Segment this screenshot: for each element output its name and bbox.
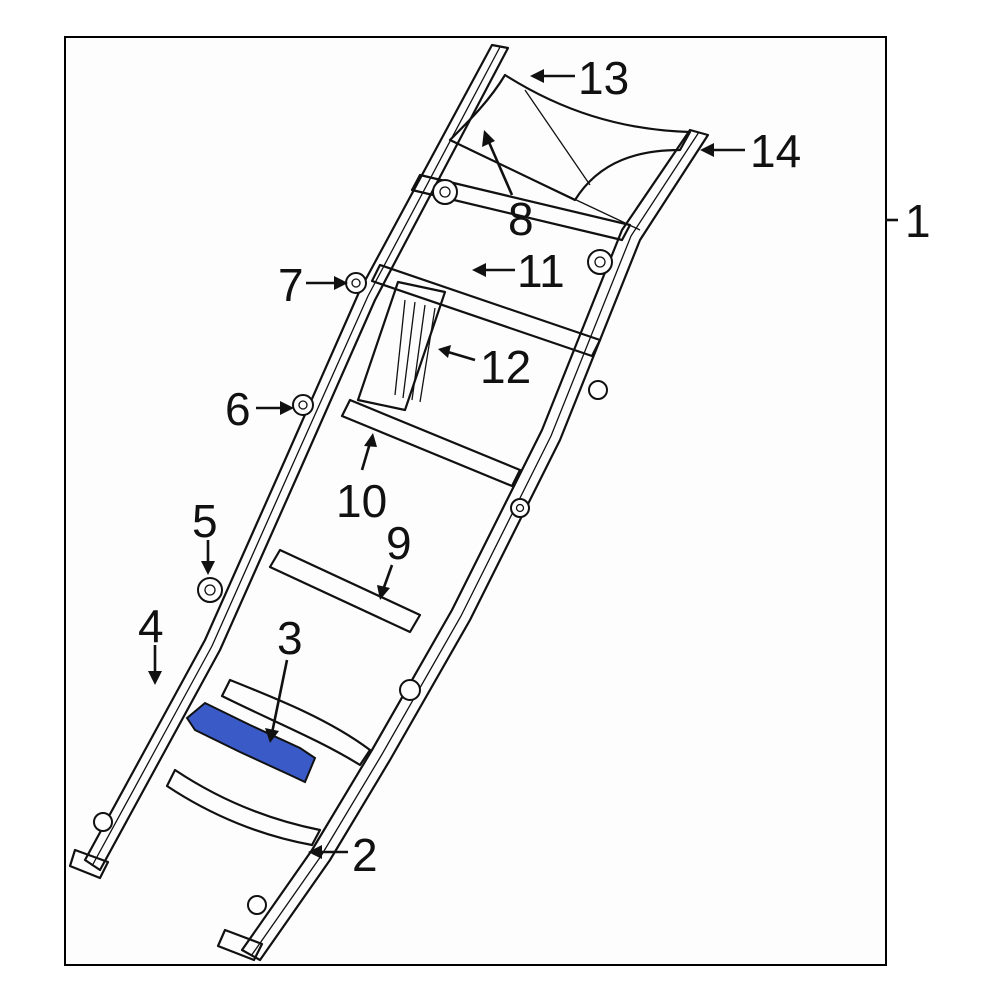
body-mount-brackets	[197, 179, 613, 701]
diagram-border	[64, 36, 887, 966]
callout-4[interactable]: 4	[138, 600, 164, 652]
callout-8[interactable]: 8	[508, 193, 534, 245]
callout-3[interactable]: 3	[277, 612, 303, 664]
callout-7[interactable]: 7	[278, 259, 304, 311]
callout-6[interactable]: 6	[225, 383, 251, 435]
callout-11[interactable]: 11	[517, 245, 565, 297]
callout-13[interactable]: 13	[578, 52, 630, 104]
callout-arrows	[148, 69, 898, 859]
callout-9[interactable]: 9	[386, 517, 412, 569]
callout-1[interactable]: 1	[905, 195, 931, 247]
callout-2[interactable]: 2	[352, 829, 378, 881]
callout-10[interactable]: 10	[336, 475, 388, 527]
callout-12[interactable]: 12	[480, 341, 532, 393]
left-frame-rail	[83, 43, 510, 872]
callout-14[interactable]: 14	[750, 125, 802, 177]
right-frame-rail	[240, 128, 710, 962]
callout-5[interactable]: 5	[192, 495, 218, 547]
highlighted-part-3[interactable]	[185, 701, 317, 784]
skid-plate-part	[356, 280, 447, 412]
rear-extensions	[68, 812, 267, 962]
